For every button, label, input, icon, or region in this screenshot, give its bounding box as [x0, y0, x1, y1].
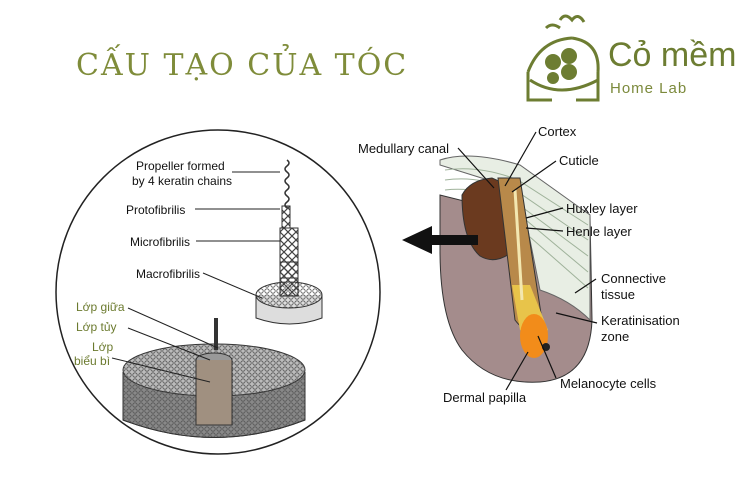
label-protofibrilis: Protofibrilis	[126, 203, 186, 217]
label-connective-2: tissue	[601, 287, 635, 302]
label-cortex: Cortex	[538, 124, 577, 139]
keratin-coil	[284, 159, 290, 209]
label-microfibrilis: Microfibrilis	[130, 235, 190, 249]
label-huxley-layer: Huxley layer	[566, 201, 638, 216]
hair-follicle	[439, 155, 593, 383]
label-lop-tuy: Lớp tủy	[76, 320, 117, 334]
label-melanocyte-cells: Melanocyte cells	[560, 376, 657, 391]
label-henle-layer: Henle layer	[566, 224, 632, 239]
dermal-papilla-shape	[520, 314, 548, 358]
leader-lines-right	[457, 131, 598, 391]
clover-logo-icon	[526, 14, 600, 102]
label-keratinisation-1: Keratinisation	[601, 313, 680, 328]
label-lop-giua: Lớp giữa	[76, 300, 125, 314]
clover-leaves-icon	[545, 48, 577, 84]
macrofibril-bundle	[255, 261, 323, 325]
label-dermal-papilla: Dermal papilla	[443, 390, 527, 405]
label-lop-bieu-bi-1: Lớp	[92, 340, 114, 354]
protofibril-strand	[281, 205, 291, 229]
label-connective-1: Connective	[601, 271, 667, 286]
label-lop-bieu-bi-2: biểu bì	[74, 354, 111, 368]
brand-tagline: Home Lab	[610, 80, 688, 97]
label-macrofibrilis: Macrofibrilis	[136, 267, 201, 281]
leader-lines-left	[111, 171, 280, 383]
label-cuticle: Cuticle	[559, 153, 599, 168]
label-medullary-canal: Medullary canal	[358, 141, 450, 156]
hair-cross-section	[122, 318, 306, 438]
label-propeller-2: by 4 keratin chains	[132, 174, 233, 188]
label-propeller-1: Propeller formed	[136, 159, 225, 173]
label-keratinisation-2: zone	[601, 329, 630, 344]
brand-name: Cỏ mềm	[608, 36, 737, 74]
page-title: CẤU TẠO CỦA TÓC	[76, 48, 409, 83]
left-arrow-icon	[402, 226, 478, 254]
